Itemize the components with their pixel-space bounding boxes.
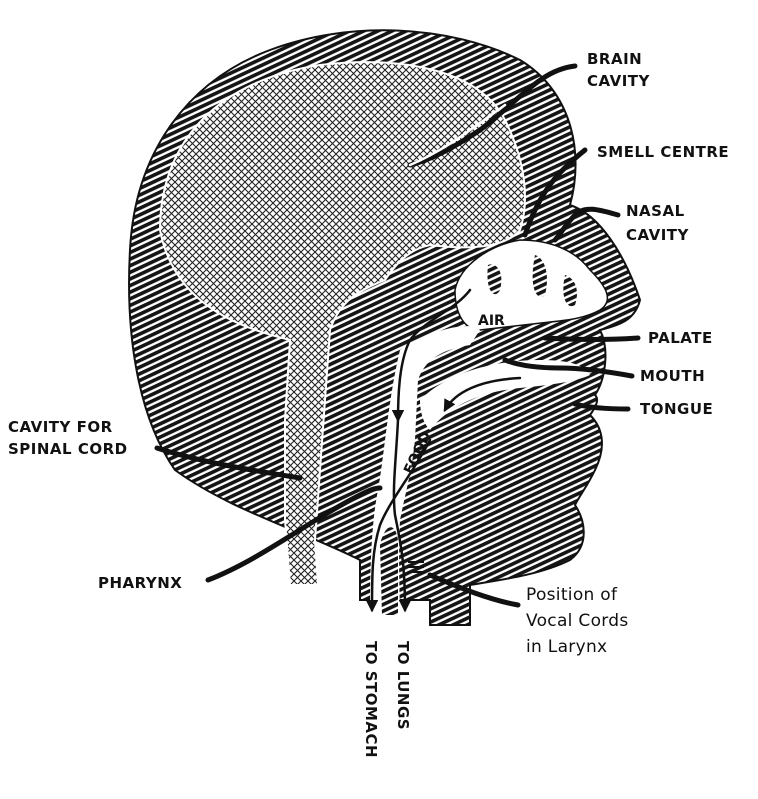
vocal-cords-label-3: in Larynx [526,637,607,657]
tongue-label: TONGUE [640,400,713,418]
air-label: AIR [478,313,505,329]
vocal-cords-label-1: Position of [526,585,618,605]
spinal-cord-label-2: SPINAL CORD [8,440,128,458]
to-lungs-label: TO LUNGS [394,641,412,730]
palate-label: PALATE [648,329,713,347]
smell-centre-label: SMELL CENTRE [597,143,729,161]
vocal-cords-label-2: Vocal Cords [526,611,629,631]
leader-tongue [575,404,628,409]
brain-cavity-label-1: BRAIN [587,50,642,68]
pharynx-label: PHARYNX [98,574,182,592]
to-stomach-label: TO STOMACH [362,641,380,758]
windpipe-divider [380,527,398,615]
nasal-cavity-label-1: NASAL [626,202,685,220]
nasal-cavity-label-2: CAVITY [626,226,690,244]
brain-cavity-label-2: CAVITY [587,72,651,90]
spinal-cord-label-1: CAVITY FOR [8,418,113,436]
mouth-label: MOUTH [640,367,705,385]
leader-palate [545,338,638,340]
